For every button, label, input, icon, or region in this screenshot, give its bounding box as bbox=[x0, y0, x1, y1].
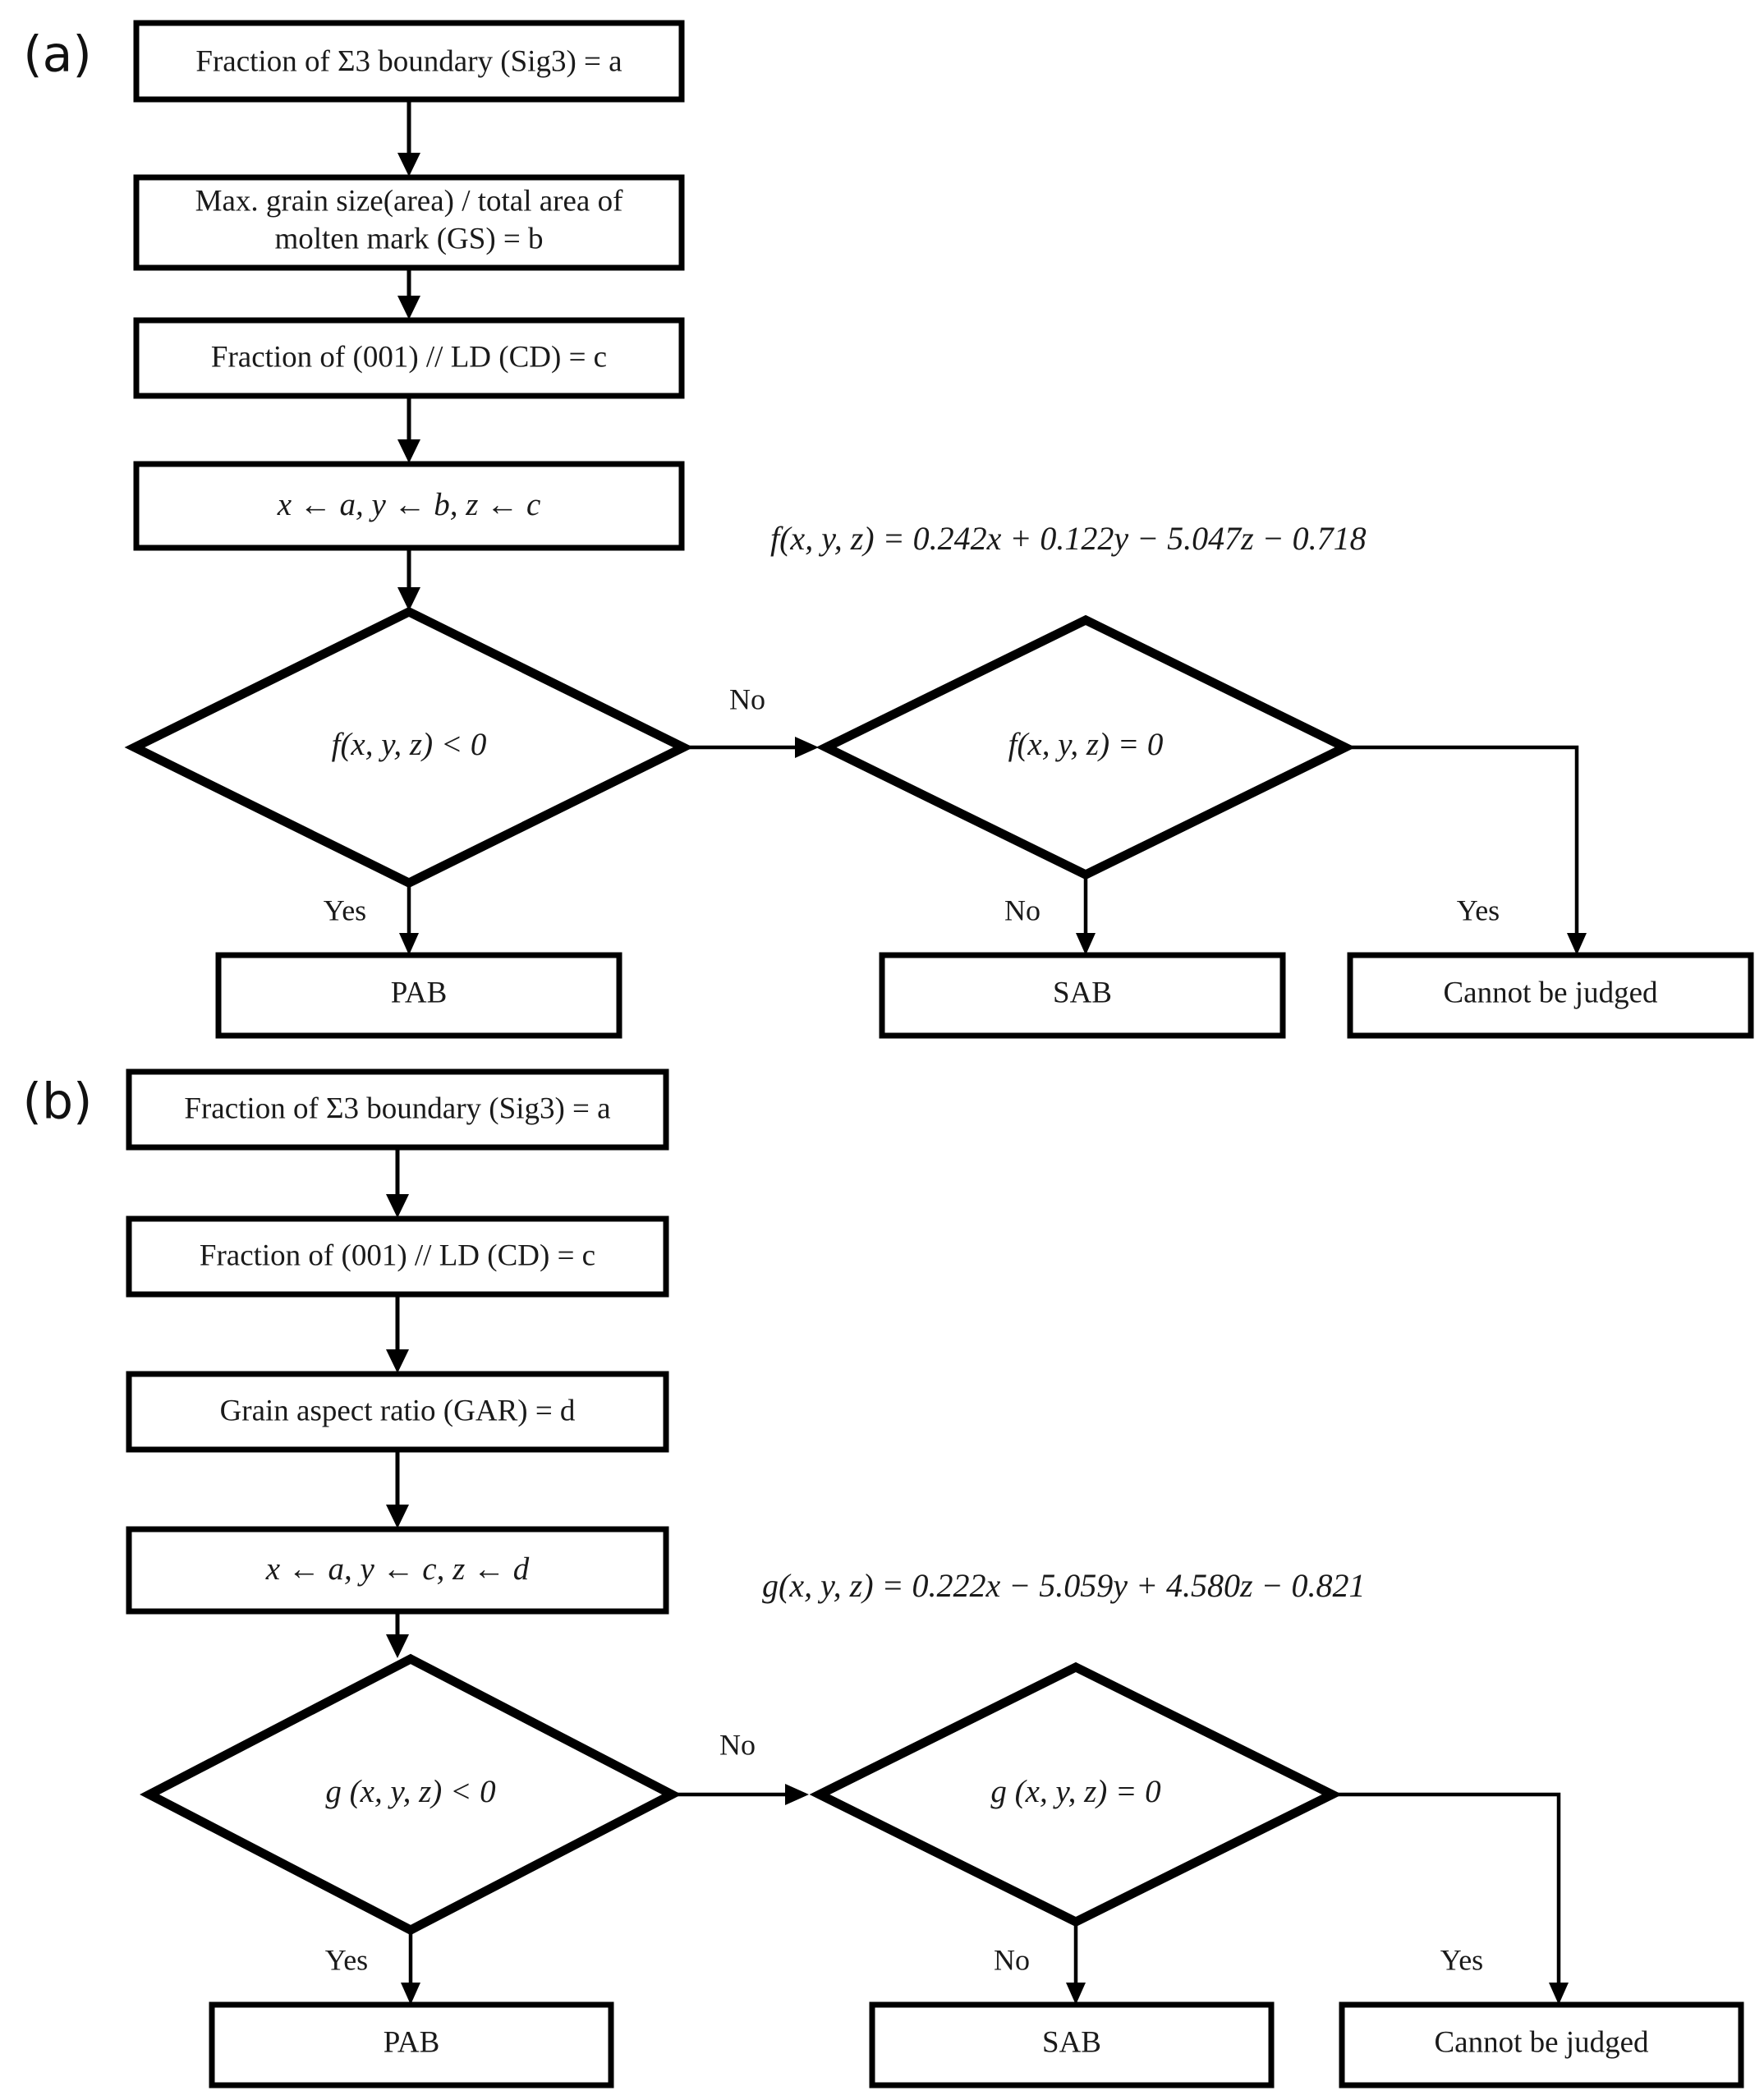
panel-b-result-box-sab bbox=[869, 2001, 1275, 2089]
panel-a-arrow-3-head bbox=[397, 439, 420, 463]
panel-a-result-box-cannot-label: Cannot be judged bbox=[1443, 976, 1658, 1009]
panel-b-input-box-2 bbox=[126, 1215, 669, 1298]
panel-a-edge-d1-yes-head bbox=[399, 933, 419, 955]
panel-b-arrow-1-head bbox=[386, 1194, 409, 1218]
panel-b-edge-d1-no-head bbox=[785, 1784, 809, 1805]
panel-a-assign-box-label: x ← a, y ← b, z ← c bbox=[277, 487, 541, 522]
panel-b-arrow-4-head bbox=[386, 1634, 409, 1658]
panel-a-edge-d2-yes-label: Yes bbox=[1457, 894, 1500, 926]
panel-a-decision-2-label: f(x, y, z) = 0 bbox=[1008, 727, 1164, 762]
panel-b-result-box-pab bbox=[209, 2001, 614, 2089]
panel-a-edge-d1-no-label: No bbox=[729, 682, 765, 715]
panel-a-result-box-cannot bbox=[1347, 952, 1754, 1039]
panel-a-edge-d1-no-head bbox=[795, 737, 819, 758]
panel-a-label: (a) bbox=[23, 26, 92, 84]
panel-b-input-box-3-label: Grain aspect ratio (GAR) = d bbox=[220, 1394, 576, 1427]
panel-b-input-box-1-label: Fraction of Σ3 boundary (Sig3) = a bbox=[184, 1091, 610, 1125]
panel-b-edge-d2-no-head bbox=[1066, 1983, 1086, 2005]
panel-b-decision-1-label: g (x, y, z) < 0 bbox=[325, 1774, 495, 1809]
panel-a-input-box-3 bbox=[133, 317, 685, 399]
panel-b-result-box-cannot-label: Cannot be judged bbox=[1434, 2025, 1649, 2059]
panel-b-edge-d2-yes bbox=[1332, 1792, 1561, 1989]
panel-a-input-box-2-label-line2: molten mark (GS) = b bbox=[274, 222, 543, 255]
panel-b-input-box-2-label: Fraction of (001) // LD (CD) = c bbox=[200, 1238, 595, 1272]
panel-b-edge-d2-yes-head bbox=[1549, 1983, 1569, 2005]
panel-a-input-box-2 bbox=[133, 174, 685, 271]
panel-b-edge-d1-yes-head bbox=[401, 1983, 420, 2005]
panel-b-edge-d1-yes-label: Yes bbox=[325, 1943, 368, 1976]
panel-a-result-box-pab bbox=[215, 952, 622, 1039]
panel-a-arrow-2-head bbox=[397, 296, 420, 319]
panel-a-edge-d2-no-label: No bbox=[1004, 894, 1040, 926]
panel-a-input-box-1-label: Fraction of Σ3 boundary (Sig3) = a bbox=[195, 44, 622, 78]
panel-a: (a) Fraction of Σ3 boundary (Sig3) = a M… bbox=[23, 20, 1754, 1039]
panel-b-edge-d2-no-label: No bbox=[994, 1943, 1030, 1976]
panel-b-assign-box-label: x ← a, y ← c, z ← d bbox=[265, 1551, 530, 1587]
panel-b-edge-d2-yes-label: Yes bbox=[1440, 1943, 1483, 1976]
panel-b-decision-2-label: g (x, y, z) = 0 bbox=[990, 1774, 1160, 1809]
panel-a-equation: f(x, y, z) = 0.242x + 0.122y − 5.047z − … bbox=[770, 520, 1367, 557]
panel-b-result-box-pab-label: PAB bbox=[384, 2025, 440, 2059]
panel-b-result-box-sab-label: SAB bbox=[1042, 2025, 1101, 2059]
panel-a-edge-d2-no-head bbox=[1076, 933, 1096, 955]
panel-a-edge-d2-yes bbox=[1345, 745, 1579, 940]
panel-b: (b) Fraction of Σ3 boundary (Sig3) = a F… bbox=[23, 1068, 1744, 2089]
panel-a-input-box-3-label: Fraction of (001) // LD (CD) = c bbox=[211, 340, 607, 374]
panel-a-input-box-2-label-line1: Max. grain size(area) / total area of bbox=[195, 184, 623, 218]
panel-b-label: (b) bbox=[23, 1073, 93, 1131]
panel-a-result-box-pab-label: PAB bbox=[391, 976, 448, 1009]
panel-a-decision-1-label: f(x, y, z) < 0 bbox=[332, 727, 487, 762]
panel-b-equation: g(x, y, z) = 0.222x − 5.059y + 4.580z − … bbox=[762, 1567, 1366, 1604]
panel-a-result-box-sab-label: SAB bbox=[1053, 976, 1112, 1009]
panel-b-arrow-3-head bbox=[386, 1505, 409, 1528]
panel-b-input-box-1 bbox=[126, 1068, 669, 1151]
panel-a-edge-d1-yes-label: Yes bbox=[324, 894, 366, 926]
panel-b-result-box-cannot bbox=[1339, 2001, 1744, 2089]
panel-a-result-box-sab bbox=[879, 952, 1286, 1039]
panel-a-arrow-1-head bbox=[397, 153, 420, 177]
panel-b-edge-d1-no-label: No bbox=[719, 1728, 756, 1761]
panel-a-edge-d2-yes-head bbox=[1567, 933, 1587, 955]
panel-a-arrow-4-head bbox=[397, 587, 420, 611]
panel-b-arrow-2-head bbox=[386, 1349, 409, 1373]
